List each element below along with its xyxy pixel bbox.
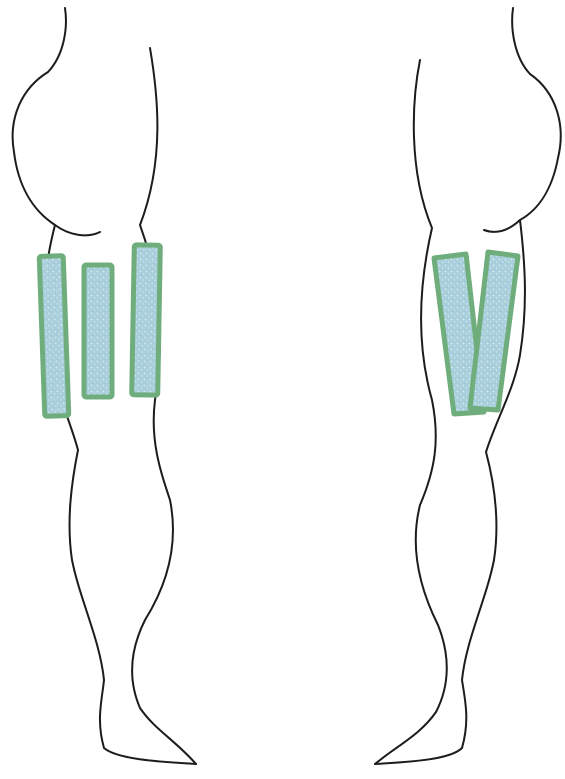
right-leg-view [375,8,561,764]
tape-strip-1 [39,256,69,417]
tape-strip-2 [84,265,112,397]
left-leg-gluteal-fold [55,225,100,235]
right-leg-front-contour [375,60,447,764]
right-leg-gluteal-fold [484,220,520,232]
left-leg-front-contour [132,48,196,764]
tape-strip-3 [132,245,161,395]
left-leg-view [13,8,196,764]
